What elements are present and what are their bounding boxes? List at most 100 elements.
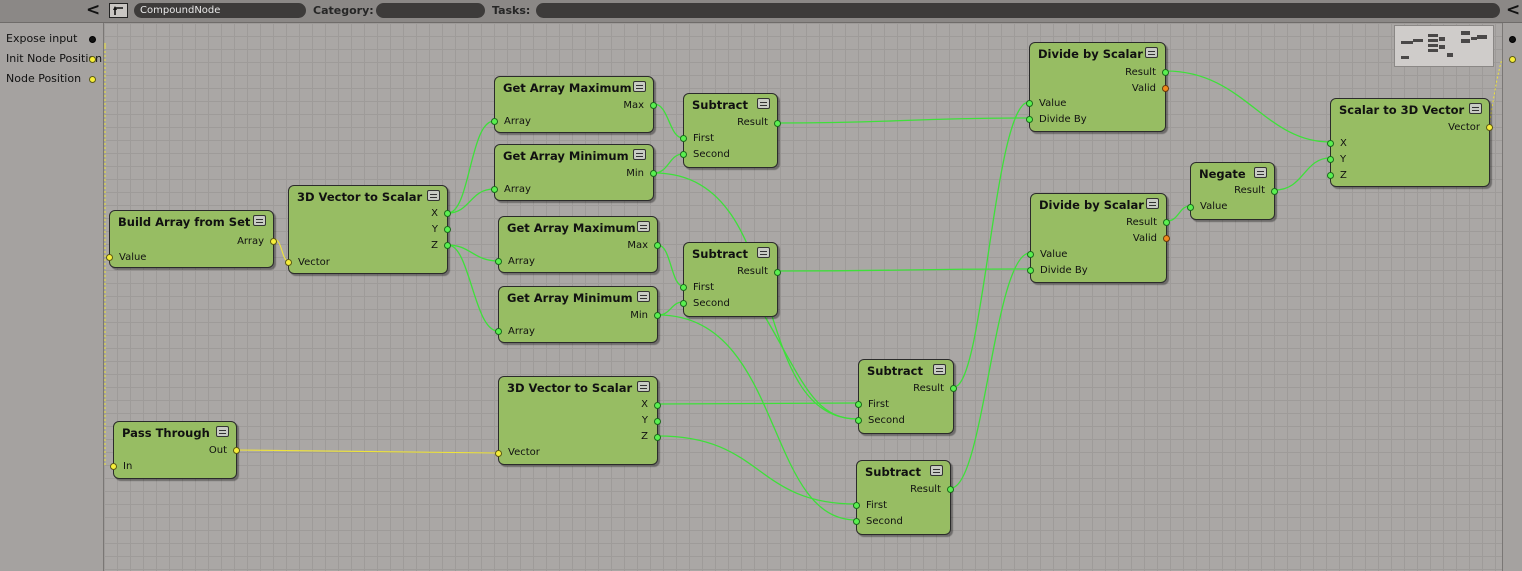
output-port-max[interactable] [654,242,661,249]
node-menu-icon[interactable] [637,291,650,302]
node-title: Divide by Scalar [1038,47,1143,61]
input-port-x[interactable] [1327,140,1334,147]
output-port-out[interactable] [233,447,240,454]
node-menu-icon[interactable] [933,364,946,375]
node-menu-icon[interactable] [1146,198,1159,209]
node-menu-icon[interactable] [757,247,770,258]
up-level-button[interactable] [109,3,128,18]
node-negate[interactable]: Negate Result Value [1187,162,1278,220]
node-menu-icon[interactable] [1145,47,1158,58]
input-port-first[interactable] [855,401,862,408]
node-graph-canvas[interactable]: Build Array from Set Array Value 3D Vect… [104,23,1502,571]
node-menu-icon[interactable] [253,215,266,226]
node-get-array-minimum-2[interactable]: Get Array Minimum Min Array [495,286,661,343]
input-port-value[interactable] [106,254,113,261]
output-port-x[interactable] [654,402,661,409]
output-port-y[interactable] [444,226,451,233]
node-scalar-to-3d-vector[interactable]: Scalar to 3D Vector Vector X Y Z [1327,98,1493,187]
node-menu-icon[interactable] [637,221,650,232]
port-label-y: Y [1340,154,1347,165]
input-port-value[interactable] [1026,100,1033,107]
node-menu-icon[interactable] [637,381,650,392]
expose-input-port[interactable] [89,36,96,43]
input-port-array[interactable] [491,118,498,125]
output-port-result[interactable] [774,269,781,276]
output-port-z[interactable] [444,242,451,249]
port-label-array: Array [508,256,535,267]
input-port-second[interactable] [680,300,687,307]
output-port-vector[interactable] [1486,124,1493,131]
output-port-max[interactable] [650,102,657,109]
port-label-result: Result [1125,67,1156,78]
input-port-first[interactable] [680,284,687,291]
node-subtract-2[interactable]: Subtract Result First Second [680,242,781,317]
input-port-second[interactable] [853,518,860,525]
port-label-x: X [1340,138,1347,149]
output-port-result[interactable] [1162,69,1169,76]
input-port-divide-by[interactable] [1027,267,1034,274]
init-node-position-port[interactable] [89,56,96,63]
node-get-array-minimum-1[interactable]: Get Array Minimum Min Array [491,144,657,201]
node-build-array-from-set[interactable]: Build Array from Set Array Value [106,210,277,268]
node-subtract-3[interactable]: Subtract Result First Second [855,359,957,434]
category-field[interactable] [376,3,485,18]
output-port-result[interactable] [1271,188,1278,195]
node-menu-icon[interactable] [1469,103,1482,114]
output-port-result[interactable] [774,120,781,127]
input-port-array[interactable] [491,186,498,193]
node-menu-icon[interactable] [1254,167,1267,178]
input-port-second[interactable] [680,151,687,158]
node-3d-vector-to-scalar-1[interactable]: 3D Vector to Scalar X Y Z Vector [285,185,451,274]
input-port-z[interactable] [1327,172,1334,179]
node-menu-icon[interactable] [757,98,770,109]
collapse-left-icon[interactable]: < [86,0,101,20]
node-subtract-1[interactable]: Subtract Result First Second [680,93,781,168]
node-get-array-maximum-2[interactable]: Get Array Maximum Max Array [495,216,661,273]
port-label-value: Value [1200,201,1228,212]
output-port-valid[interactable] [1163,235,1170,242]
output-port-y[interactable] [654,418,661,425]
output-port-result[interactable] [950,385,957,392]
node-menu-icon[interactable] [633,149,646,160]
node-divide-by-scalar-2[interactable]: Divide by Scalar Result Valid Value Divi… [1027,193,1170,283]
tasks-field[interactable] [536,3,1500,18]
input-port-value[interactable] [1187,204,1194,211]
node-menu-icon[interactable] [216,426,229,437]
node-menu-icon[interactable] [633,81,646,92]
expose-output-port[interactable] [1509,36,1516,43]
input-port-second[interactable] [855,417,862,424]
input-port-vector[interactable] [495,450,502,457]
port-label-max: Max [627,240,648,251]
input-port-divide-by[interactable] [1026,116,1033,123]
port-label-y: Y [431,224,438,235]
input-port-first[interactable] [853,502,860,509]
output-port-array[interactable] [270,238,277,245]
input-port-array[interactable] [495,258,502,265]
node-3d-vector-to-scalar-2[interactable]: 3D Vector to Scalar X Y Z Vector [495,376,661,465]
output-port-z[interactable] [654,434,661,441]
output-port-result[interactable] [1163,219,1170,226]
output-port-x[interactable] [444,210,451,217]
node-divide-by-scalar-1[interactable]: Divide by Scalar Result Valid Value Divi… [1026,42,1169,132]
input-port-y[interactable] [1327,156,1334,163]
output-port-min[interactable] [650,170,657,177]
input-port-first[interactable] [680,135,687,142]
node-subtract-4[interactable]: Subtract Result First Second [853,460,954,535]
output-port-valid[interactable] [1162,85,1169,92]
node-position-port[interactable] [89,76,96,83]
node-get-array-maximum-1[interactable]: Get Array Maximum Max Array [491,76,657,133]
node-menu-icon[interactable] [427,190,440,201]
input-port-vector[interactable] [285,259,292,266]
node-name-field[interactable]: CompoundNode [134,3,306,18]
input-port-in[interactable] [110,463,117,470]
collapse-right-icon[interactable]: < [1506,0,1521,20]
output-port-min[interactable] [654,312,661,319]
input-port-value[interactable] [1027,251,1034,258]
node-pass-through[interactable]: Pass Through Out In [110,421,240,479]
output-port-result[interactable] [947,486,954,493]
node-menu-icon[interactable] [930,465,943,476]
input-port-array[interactable] [495,328,502,335]
node-position-output-port[interactable] [1509,56,1516,63]
port-label-result: Result [737,266,768,277]
graph-minimap[interactable] [1394,25,1494,67]
